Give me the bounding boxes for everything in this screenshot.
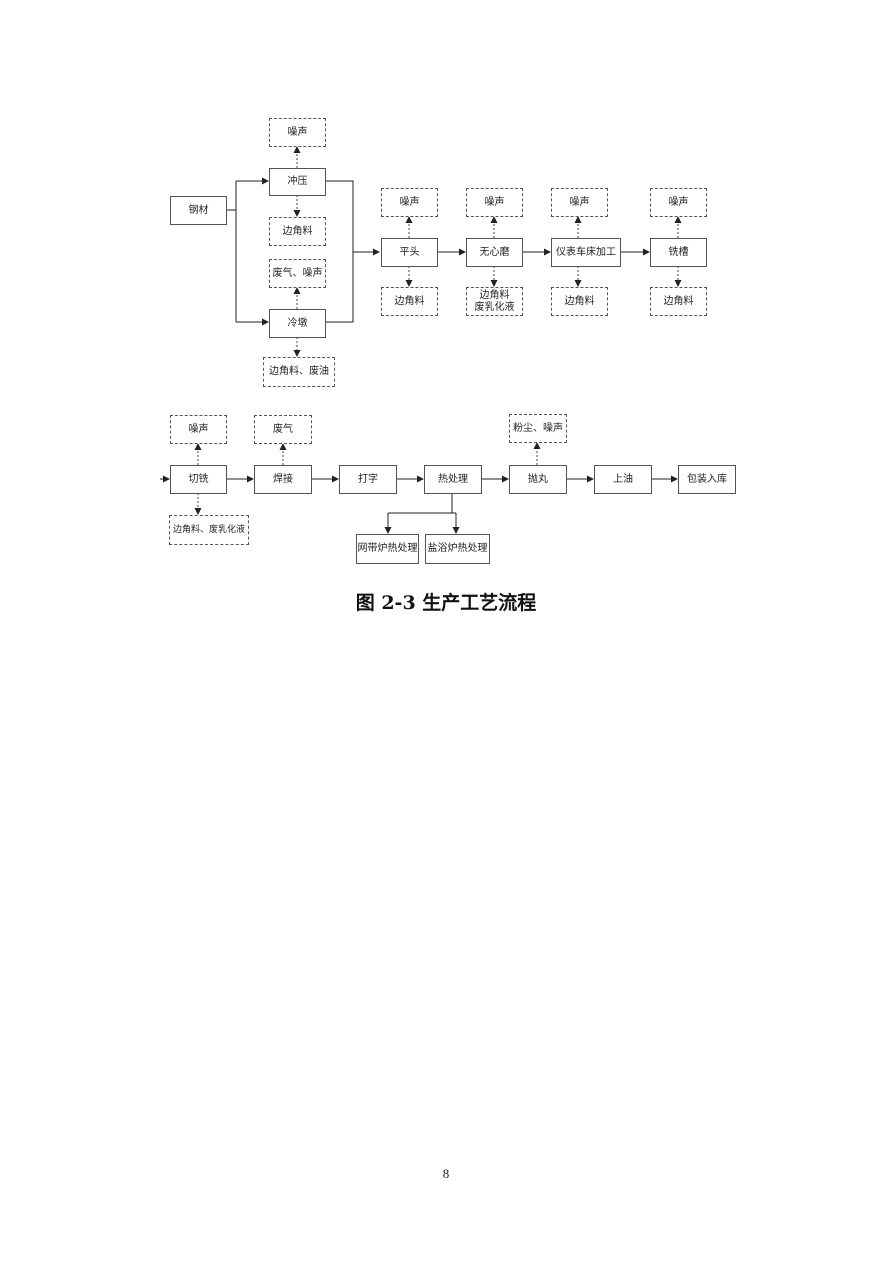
output-welding-emission: 废气 <box>254 415 312 444</box>
process-milling: 铣槽 <box>650 238 707 267</box>
output-cold-heading-waste: 边角料、废油 <box>263 357 335 387</box>
output-shot-blast-emission: 粉尘、噪声 <box>509 414 567 443</box>
output-lathe-scrap: 边角料 <box>551 287 608 316</box>
page-number: 8 <box>442 1166 450 1181</box>
process-cold-heading: 冷墩 <box>269 309 326 338</box>
process-salt-bath-furnace: 盐浴炉热处理 <box>425 534 490 564</box>
process-welding: 焊接 <box>254 465 312 494</box>
process-heat-treatment: 热处理 <box>424 465 482 494</box>
process-cut-mill: 切铣 <box>170 465 227 494</box>
process-centerless-grinding: 无心磨 <box>466 238 523 267</box>
figure-caption: 图 2-3 生产工艺流程 <box>355 592 537 614</box>
output-cut-mill-waste: 边角料、废乳化液 <box>169 515 249 545</box>
process-mesh-belt-furnace: 网带炉热处理 <box>356 534 419 564</box>
process-oiling: 上油 <box>594 465 652 494</box>
output-stamping-noise: 噪声 <box>269 118 326 147</box>
output-stamping-scrap: 边角料 <box>269 217 326 246</box>
output-flat-head-noise: 噪声 <box>381 188 438 217</box>
output-milling-noise: 噪声 <box>650 188 707 217</box>
process-lathe: 仪表车床加工 <box>551 238 621 267</box>
output-centerless-waste: 边角料 废乳化液 <box>466 287 523 316</box>
process-shot-blast: 抛丸 <box>509 465 567 494</box>
output-flat-head-scrap: 边角料 <box>381 287 438 316</box>
process-flat-head: 平头 <box>381 238 438 267</box>
output-milling-scrap: 边角料 <box>650 287 707 316</box>
process-marking: 打字 <box>339 465 397 494</box>
process-stamping: 冲压 <box>269 168 326 196</box>
output-lathe-noise: 噪声 <box>551 188 608 217</box>
output-cold-heading-emission: 废气、噪声 <box>269 259 326 288</box>
output-cut-mill-noise: 噪声 <box>170 415 227 444</box>
process-steel: 钢材 <box>170 196 227 225</box>
output-centerless-noise: 噪声 <box>466 188 523 217</box>
process-packing: 包装入库 <box>678 465 736 494</box>
